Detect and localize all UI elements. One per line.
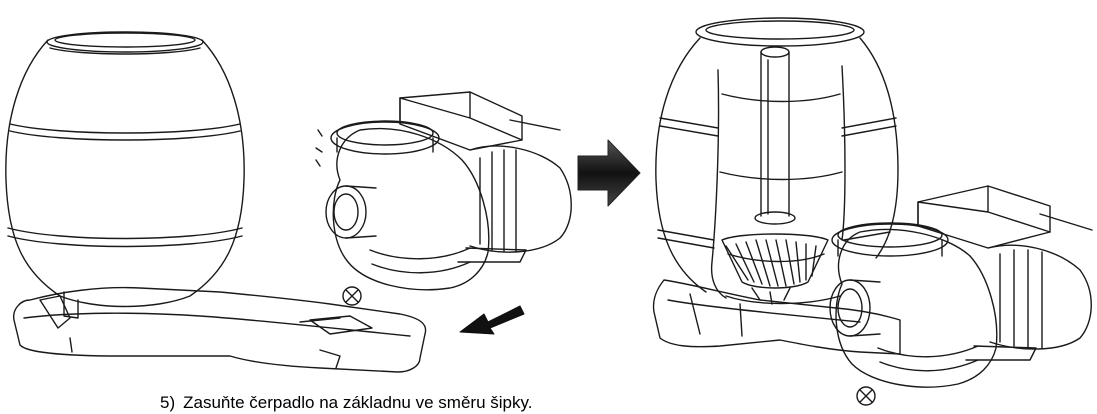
filter-tank-and-pump-illustration [5,31,572,373]
step-caption: 5) Zasuňte čerpadlo na základnu ve směru … [160,392,532,414]
standpipe-assembly [721,46,829,305]
filter-tank [5,31,245,319]
base-plate-right [652,279,901,355]
pump-right [829,185,1093,406]
down-left-arrow-icon [459,305,525,335]
base-plate [13,286,427,373]
right-arrow-icon [577,139,641,207]
pump-left [315,91,572,306]
step-text: Zasuňte čerpadlo na základnu ve směru ši… [183,393,533,412]
step-number: 5) [160,393,176,412]
assembled-filter-cutaway-illustration [652,17,1093,406]
filter-tank-cutaway [655,17,899,305]
